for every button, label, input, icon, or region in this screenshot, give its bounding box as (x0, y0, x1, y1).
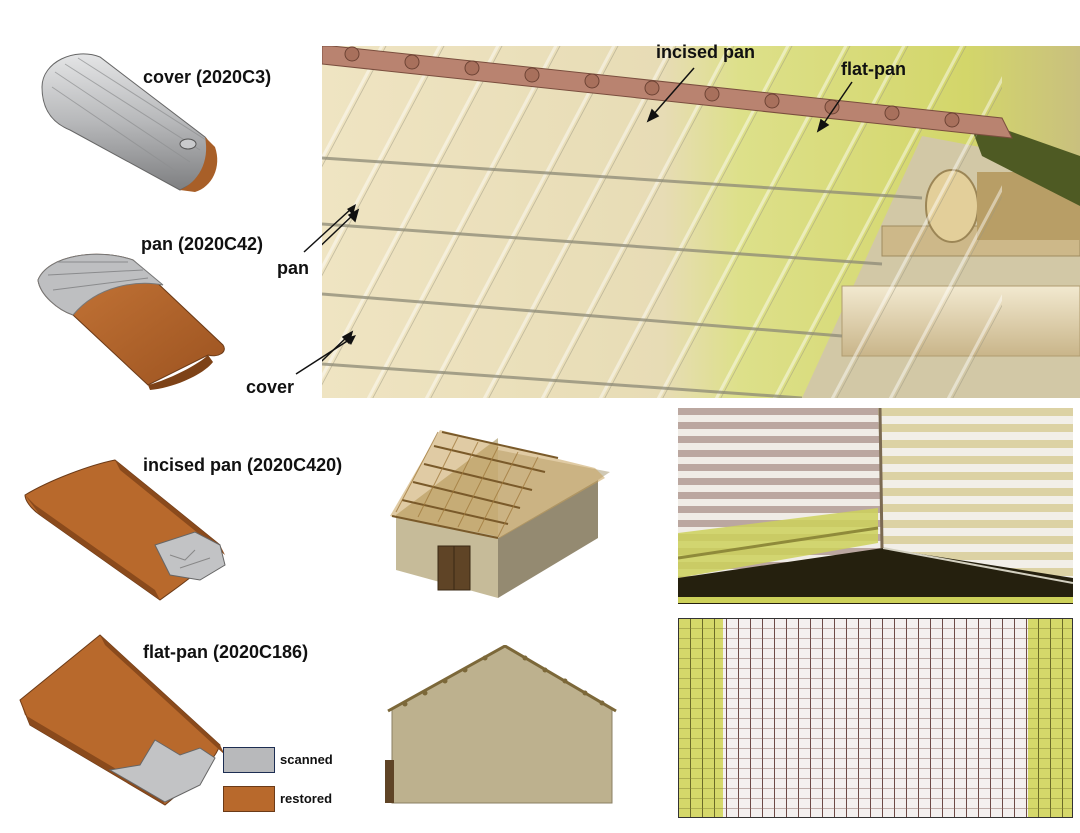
legend-label-restored: restored (280, 791, 333, 806)
pan-tile-model (28, 240, 238, 390)
legend-label-scanned: scanned (280, 752, 333, 767)
flat-pan-tile-model (15, 630, 230, 810)
cover-callout-arrow (292, 330, 362, 380)
roof-label-incised-pan: incised pan (656, 42, 756, 62)
cover-tile-model (30, 42, 230, 192)
pan-callout-arrow (300, 200, 360, 260)
incised-pan-tile-label: incised pan (2020C420) (143, 455, 343, 475)
roof-label-pan: pan (277, 258, 310, 278)
building-isometric-view (380, 420, 635, 605)
legend: scanned restored (223, 747, 353, 813)
roof-label-flat-pan: flat-pan (841, 59, 906, 79)
building-gable-view (380, 645, 620, 805)
roof-detail-render (322, 46, 1080, 398)
roof-plan-view (678, 618, 1073, 818)
incised-pan-tile-model (20, 450, 235, 605)
roof-underside-view (678, 408, 1073, 604)
cover-tile-label: cover (2020C3) (143, 67, 272, 87)
roof-label-cover: cover (246, 377, 295, 397)
legend-swatch-scanned (223, 747, 275, 773)
flat-pan-tile-label: flat-pan (2020C186) (143, 642, 309, 662)
legend-swatch-restored (223, 786, 275, 812)
pan-tile-label: pan (2020C42) (141, 234, 264, 254)
